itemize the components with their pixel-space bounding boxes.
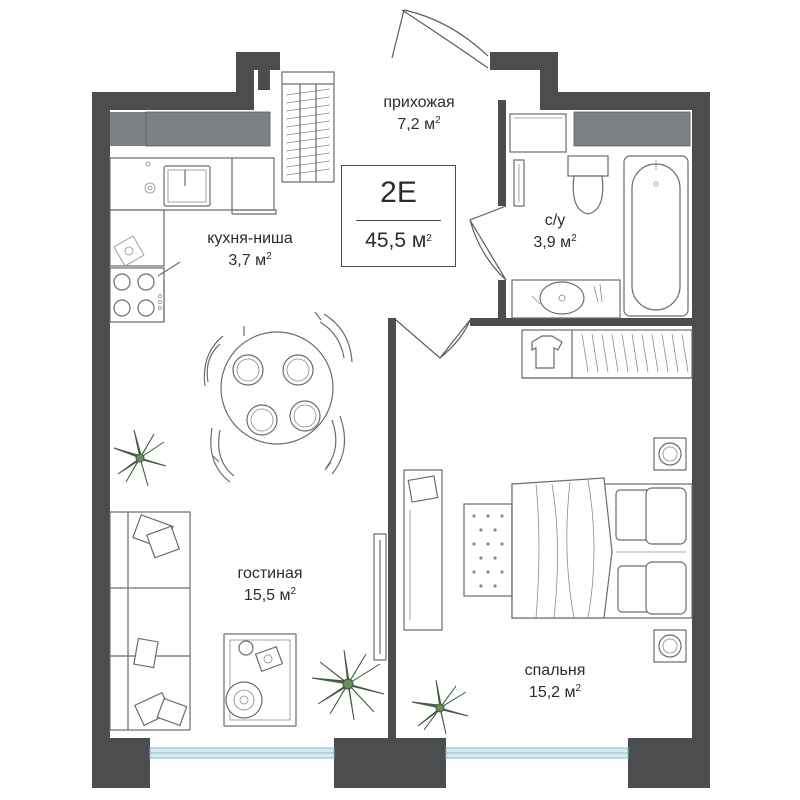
room-name: с/у	[544, 212, 566, 229]
badge-divider	[356, 220, 441, 221]
bedroom-desk	[403, 469, 443, 631]
room-label-bedroom: спальня 15,2 м2	[495, 660, 615, 704]
room-area: 7,2 м2	[397, 115, 441, 134]
room-area: 15,2 м2	[528, 683, 582, 702]
room-label-kitchen: кухня-ниша 3,7 м2	[180, 228, 320, 272]
plant-living-2	[311, 649, 385, 721]
room-name: прихожая	[383, 94, 455, 111]
bed	[511, 477, 693, 619]
apartment-code: 2E	[380, 176, 417, 209]
kitchen-counter	[109, 157, 277, 323]
entrance-door	[391, 9, 489, 69]
room-label-bathroom: с/у 3,9 м2	[510, 210, 600, 254]
room-area: 3,9 м2	[533, 233, 577, 252]
bathroom-door	[469, 205, 507, 281]
bathroom-fixtures	[509, 113, 689, 319]
plant-living-1	[113, 429, 167, 487]
sofa	[109, 511, 191, 731]
apartment-badge: 2E 45,5 м2	[341, 165, 456, 267]
tv-stand	[373, 533, 387, 661]
total-area-sup: 2	[426, 233, 432, 244]
apartment-total-area: 45,5 м2	[342, 229, 455, 253]
hallway-wardrobe	[281, 71, 335, 183]
total-area-value: 45,5 м	[365, 229, 427, 252]
dining-table	[203, 311, 353, 483]
room-area: 15,5 м2	[243, 586, 297, 605]
bedroom-wardrobe	[521, 329, 693, 379]
bedroom-rug	[463, 503, 513, 597]
walls	[92, 52, 710, 788]
room-label-hallway: прихожая 7,2 м2	[359, 92, 479, 136]
coffee-table	[223, 633, 297, 727]
room-name: гостиная	[237, 565, 303, 582]
room-area: 3,7 м2	[228, 251, 272, 270]
room-label-living: гостиная 15,5 м2	[210, 563, 330, 607]
plant-bedroom	[411, 679, 469, 735]
windows	[110, 111, 691, 759]
room-name: кухня-ниша	[207, 230, 293, 247]
nightstands	[653, 437, 687, 663]
room-name: спальня	[524, 662, 586, 679]
bedroom-door	[395, 319, 471, 359]
